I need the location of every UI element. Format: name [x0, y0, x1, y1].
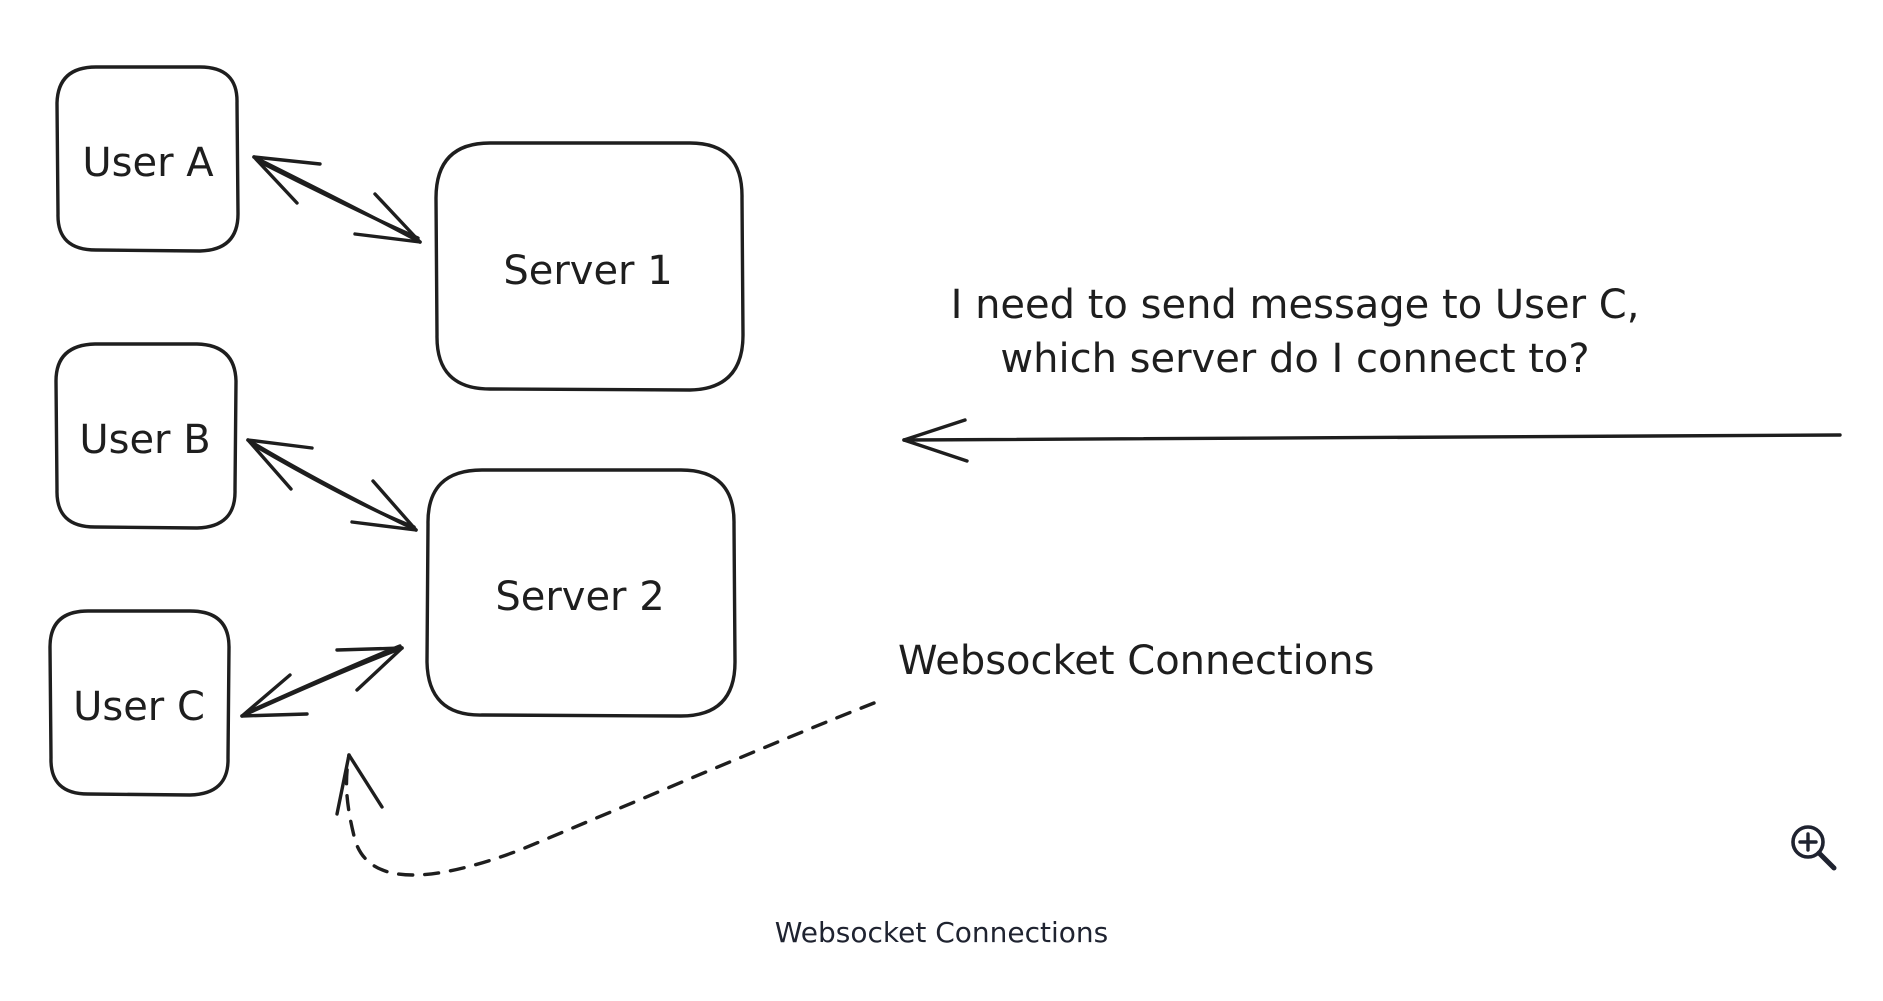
zoom-in-button[interactable]	[1786, 820, 1842, 876]
dashed-pointer-arrow	[335, 701, 876, 877]
zoom-in-icon	[1791, 825, 1837, 871]
server-2-label: Server 2	[495, 574, 664, 620]
connection-arrow-user-a-server-1	[252, 155, 422, 244]
server-1-label: Server 1	[503, 248, 672, 294]
user-b-node: User B	[54, 342, 238, 530]
request-arrow	[902, 418, 1842, 463]
connection-arrow-user-b-server-2	[246, 438, 418, 532]
user-b-label: User B	[79, 417, 210, 463]
question-text: I need to send message to User C, which …	[951, 282, 1640, 382]
connection-arrow-user-c-server-2	[240, 644, 404, 718]
websocket-connections-label: Websocket Connections	[898, 638, 1374, 684]
user-c-node: User C	[48, 609, 231, 797]
question-line-2: which server do I connect to?	[1000, 336, 1589, 382]
question-line-1: I need to send message to User C,	[951, 282, 1640, 328]
server-1-node: Server 1	[434, 141, 745, 392]
user-a-node: User A	[55, 65, 240, 253]
figure-caption: Websocket Connections	[774, 916, 1109, 949]
server-2-node: Server 2	[425, 468, 737, 718]
user-c-label: User C	[73, 684, 205, 730]
user-a-label: User A	[82, 140, 214, 186]
